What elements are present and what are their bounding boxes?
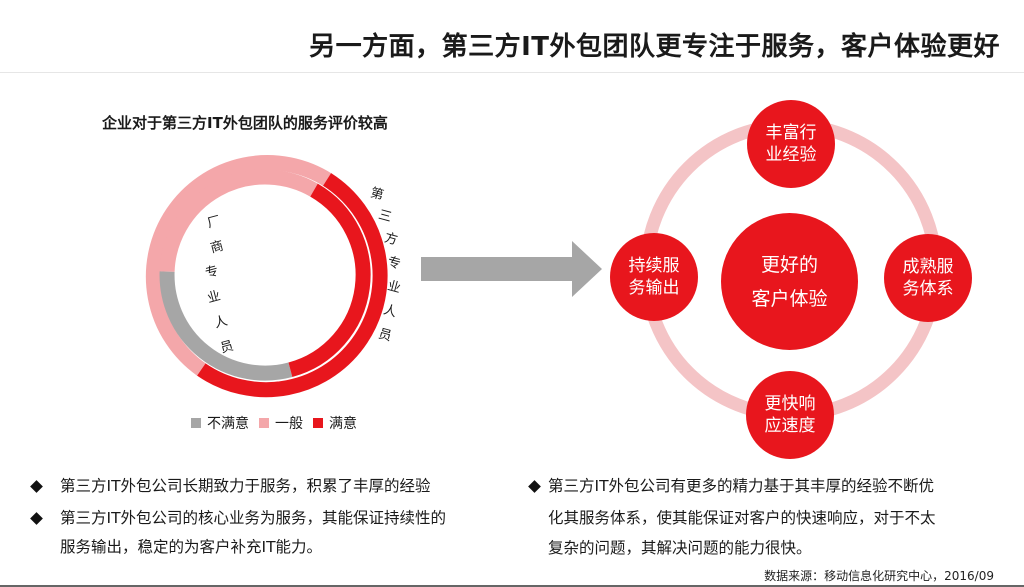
bullet-text: 服务输出，稳定的为客户补充IT能力。: [60, 538, 323, 556]
outer-ring-average-arc: [145, 155, 333, 376]
outer-ring: [145, 155, 388, 398]
left-node-line: 务输出: [628, 278, 680, 298]
chart-legend: 不满意 一般 满意: [191, 413, 357, 433]
bullet-right-1: 第三方IT外包公司有更多的精力基于其丰厚的经验不断优 化其服务体系，使其能保证对…: [528, 472, 1000, 562]
bullet-diamond-icon: [30, 480, 43, 493]
right-node-line: 务体系: [902, 279, 954, 299]
top-node-line: 业经验: [765, 145, 817, 165]
legend-label-satisfied: 满意: [329, 416, 357, 432]
bullet-text: 第三方IT外包公司长期致力于服务，积累了丰厚的经验: [60, 477, 431, 495]
inner-ring-satisfied-arc: [288, 183, 371, 377]
right-arrow: [421, 241, 602, 297]
center-node-line: 更好的: [760, 253, 818, 276]
bottom-node: 更快响应速度: [746, 371, 834, 459]
outer-ring-satisfied-arc: [197, 173, 388, 398]
center-node: 更好的客户体验: [721, 213, 858, 350]
bullet-text: 第三方IT外包公司的核心业务为服务，其能保证持续性的: [60, 509, 447, 527]
inner-ring-label: 厂 商 专 业 人 员: [195, 214, 235, 357]
bottom-node-line: 更快响: [764, 394, 816, 414]
title-divider: [0, 72, 1024, 73]
bullet-diamond-icon: [528, 480, 541, 493]
top-node-line: 丰富行: [765, 123, 817, 143]
outer-ring-label-char: 方: [382, 230, 400, 249]
source-note: 数据来源：移动信息化研究中心，2016/09: [764, 569, 994, 583]
bullet-left-2: 第三方IT外包公司的核心业务为服务，其能保证持续性的 服务输出，稳定的为客户补充…: [30, 504, 512, 562]
right-node-line: 成熟服: [902, 257, 954, 277]
outer-ring-label-char: 第: [368, 185, 386, 204]
right-node: 成熟服务体系: [884, 234, 972, 322]
bullet-left-1: 第三方IT外包公司长期致力于服务，积累了丰厚的经验: [30, 472, 512, 501]
inner-ring-average-arc: [159, 169, 318, 272]
bullet-text: 化其服务体系，使其能保证对客户的快速响应，对于不太: [548, 509, 936, 527]
left-node-line: 持续服: [628, 256, 680, 276]
inner-ring-dissatisfied-arc: [159, 271, 293, 381]
bullet-text: 复杂的问题，其解决问题的能力很快。: [548, 539, 812, 557]
bottom-node-line: 应速度: [764, 416, 816, 436]
chart-title: 企业对于第三方IT外包团队的服务评价较高: [102, 114, 388, 132]
legend-swatch-satisfied: [313, 418, 323, 428]
center-node-line: 客户体验: [751, 287, 828, 310]
bullet-text: 第三方IT外包公司有更多的精力基于其丰厚的经验不断优: [548, 477, 935, 495]
inner-ring: [159, 169, 371, 381]
legend-swatch-dissatisfied: [191, 418, 201, 428]
page-title: 另一方面，第三方IT外包团队更专注于服务，客户体验更好: [309, 32, 1000, 62]
top-node: 丰富行业经验: [747, 100, 835, 188]
bullet-diamond-icon: [30, 512, 43, 525]
legend-label-average: 一般: [275, 416, 303, 432]
bottom-bar: [0, 585, 1024, 587]
outer-ring-label: 第 三 方 专 业 人 员: [368, 185, 402, 345]
left-node: 持续服务输出: [610, 233, 698, 321]
legend-label-dissatisfied: 不满意: [207, 416, 249, 432]
legend-swatch-average: [259, 418, 269, 428]
outer-ring-label-char: 三: [376, 207, 394, 226]
